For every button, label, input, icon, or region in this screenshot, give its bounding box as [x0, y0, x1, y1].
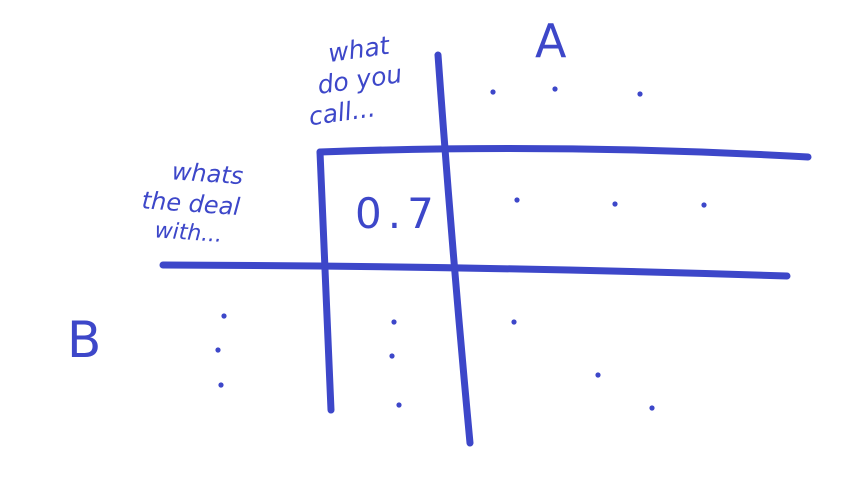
diagonal-ellipsis — [511, 319, 655, 411]
ellipsis-dot — [595, 372, 601, 378]
row-header-ellipsis — [215, 313, 227, 388]
ellipsis-dot — [218, 382, 224, 388]
column-variable-label: A — [535, 14, 567, 68]
corner-question-column-line-3: call... — [307, 93, 377, 131]
ellipsis-dot — [391, 319, 397, 325]
table-grid — [159, 51, 812, 447]
cell-value: 0.7 — [355, 189, 440, 238]
corner-question-row-line-1: whats — [171, 157, 244, 190]
ellipsis-dot — [511, 319, 517, 325]
corner-question-column: what do you call... — [307, 31, 404, 132]
corner-question-row: whats the deal with... — [141, 157, 244, 248]
corner-question-column-line-2: do you — [316, 59, 404, 100]
column-header-ellipsis — [490, 86, 643, 97]
row-variable-label: B — [67, 311, 101, 369]
ellipsis-dot — [490, 89, 496, 95]
ellipsis-dot — [637, 91, 643, 97]
middle-horizontal-line — [159, 261, 791, 280]
first-row-ellipsis — [514, 197, 707, 208]
ellipsis-dot — [701, 202, 707, 208]
corner-question-row-line-2: the deal — [141, 186, 241, 221]
ellipsis-dot — [612, 201, 618, 207]
ellipsis-dot — [649, 405, 655, 411]
ellipsis-dot — [221, 313, 227, 319]
ellipsis-dot — [552, 86, 558, 92]
ellipsis-dot — [215, 347, 221, 353]
first-column-ellipsis — [389, 319, 402, 408]
corner-question-row-line-3: with... — [154, 218, 223, 248]
ellipsis-dot — [396, 402, 402, 408]
ellipsis-dot — [514, 197, 520, 203]
right-vertical-line — [434, 51, 474, 447]
top-horizontal-line — [316, 144, 812, 161]
ellipsis-dot — [389, 353, 395, 359]
left-vertical-line — [316, 148, 335, 414]
